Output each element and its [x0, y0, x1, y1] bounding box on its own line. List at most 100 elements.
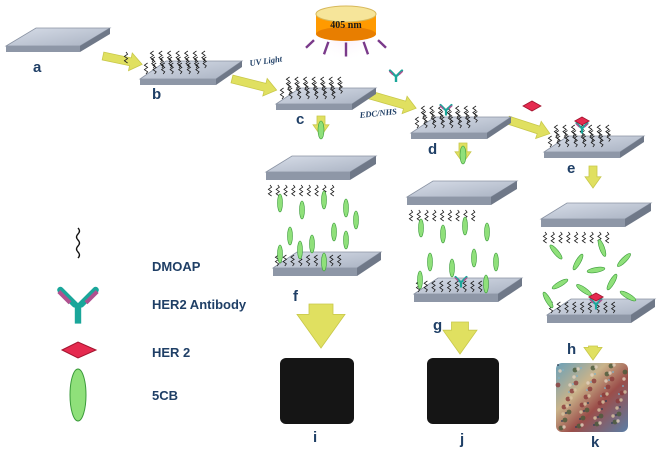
result-image-k: [555, 363, 628, 432]
d-strand-0: [414, 116, 420, 129]
k-texture-dot-86: [609, 376, 615, 382]
k-texture-dot-63: [576, 375, 578, 377]
g-bot-strand-5: [454, 280, 460, 293]
k-texture-dot-13: [561, 412, 565, 416]
g-bot-strand-4: [446, 280, 452, 293]
step-label-d: d: [428, 141, 437, 158]
c-strand-6: [331, 87, 336, 100]
step-label-i: i: [313, 429, 317, 446]
f-bot-strand-1: [282, 254, 288, 267]
k-texture-dot-71: [598, 413, 604, 419]
slide-f-top-side: [350, 156, 376, 180]
d-strand-12: [464, 111, 470, 123]
lc-f-8: [297, 240, 303, 260]
d-strand-19: [463, 105, 469, 118]
lc-f-0: [277, 193, 283, 213]
b-strand-19: [192, 50, 198, 63]
c-strand-10: [312, 82, 318, 94]
g-top-strand-2: [424, 209, 429, 222]
b-strand-17: [175, 50, 181, 63]
k-texture-dot-57: [558, 377, 560, 379]
b-strand-0: [143, 62, 149, 75]
k-texture-dot-72: [569, 404, 571, 406]
k-texture-dot-61: [569, 396, 573, 400]
k-texture-dot-69: [594, 373, 596, 375]
d-strand-18: [454, 105, 460, 118]
h-top-strand-3: [566, 231, 571, 244]
b-strand-14: [149, 50, 155, 63]
h-top-strand-2: [558, 231, 563, 244]
g-top-strand-3: [432, 209, 437, 222]
lamp-rays: [305, 39, 387, 57]
c-strand-15: [294, 76, 299, 89]
f-top-strand-4: [298, 184, 304, 197]
lc-g-0: [418, 218, 424, 238]
f-bot-strand-4: [305, 254, 311, 267]
arrow-g-to-j: [442, 321, 478, 355]
k-texture-dot-39: [572, 383, 574, 385]
k-texture-dot-47: [594, 421, 600, 427]
k-texture-dot-4: [568, 383, 572, 387]
e-strand-9: [572, 130, 577, 142]
arrow-c-to-d: [368, 90, 417, 115]
k-texture-dot-8: [579, 402, 585, 408]
k-texture-dot-67: [587, 394, 591, 398]
dmoap-legend-icon: [75, 227, 81, 259]
lc-g-7: [493, 252, 499, 272]
b-strand-18: [183, 50, 189, 63]
legend-her2-antibody-label: HER2 Antibody: [152, 297, 247, 312]
k-texture-dot-81: [562, 369, 564, 371]
k-texture-dot-83: [566, 409, 572, 415]
d-strand-2: [431, 116, 437, 129]
k-texture-dot-51: [608, 379, 610, 381]
slide-d-side: [487, 117, 511, 139]
k-texture-dot-35: [558, 425, 564, 431]
d-strand-8: [430, 111, 436, 123]
k-texture-dot-2: [561, 404, 567, 410]
c-strand-16: [302, 76, 308, 89]
e-strand-7: [554, 130, 560, 142]
lc-g-2: [462, 216, 468, 236]
process-arrows: [101, 51, 603, 361]
d-strand-6: [466, 116, 471, 129]
k-texture-dot-68: [555, 382, 561, 388]
h-top-strand-5: [581, 231, 587, 244]
e-strand-19: [596, 124, 602, 137]
slide-f-top: [264, 155, 378, 180]
e-strand-15: [562, 124, 567, 137]
g-top-strand-1: [416, 209, 422, 222]
k-texture-dot-5: [604, 371, 610, 377]
g-bot-strand-8: [477, 280, 483, 293]
slide-f-bottom: [271, 251, 383, 276]
lamp-wavelength-label: 405 nm: [330, 20, 362, 31]
c-strand-5: [322, 87, 328, 100]
k-texture-dot-36: [597, 416, 599, 418]
b-strand-16: [166, 50, 172, 63]
f-bot-strand-7: [329, 254, 334, 267]
slide-f-top-front: [266, 172, 350, 180]
lc-f-9: [321, 252, 327, 272]
f-top-strand-2: [283, 184, 288, 197]
lc-h-1: [572, 253, 584, 271]
k-texture-dot-23: [590, 365, 596, 371]
e-strand-14: [553, 124, 559, 137]
antibody-legend-icon: [57, 286, 99, 324]
slide-g-top-front: [407, 197, 491, 205]
g-top-strand-8: [470, 209, 476, 222]
k-texture-dot-89: [584, 407, 590, 413]
slide-g-bottom-front: [414, 294, 498, 302]
slide-e-side: [620, 136, 644, 158]
arrow-f-to-i: [296, 303, 346, 349]
her2-on-h: [587, 292, 605, 302]
legend-her2-label: HER 2: [152, 345, 190, 360]
k-texture-dot-78: [587, 402, 589, 404]
arrow-e-to-h: [584, 165, 602, 189]
k-texture-dot-46: [558, 369, 562, 373]
h-bot-strand-7: [603, 301, 608, 314]
f-bot-strand-8: [336, 254, 342, 267]
d-strand-16: [437, 105, 443, 118]
lc-h-7: [542, 291, 554, 309]
c-strand-14: [285, 76, 291, 89]
slide-e-front: [544, 152, 620, 158]
